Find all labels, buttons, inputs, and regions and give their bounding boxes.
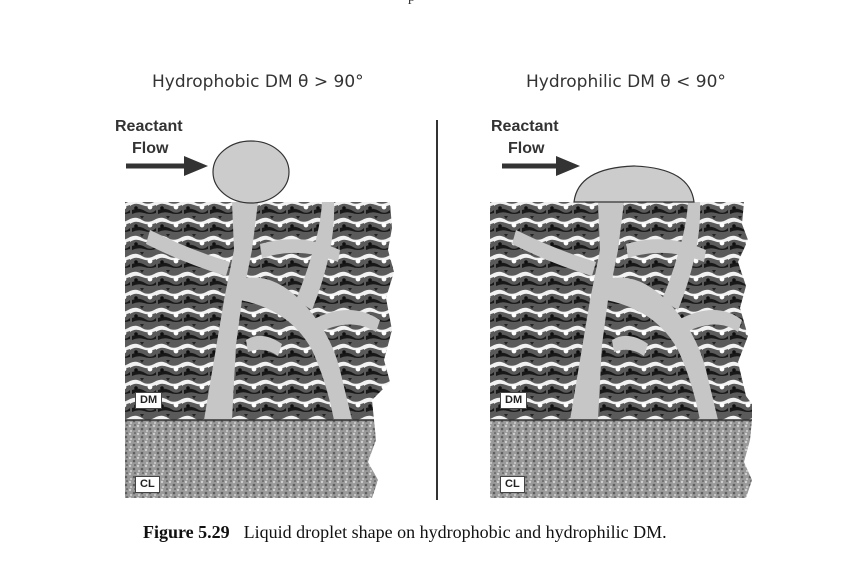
figure-caption-text: Liquid droplet shape on hydrophobic and … xyxy=(243,522,667,542)
figure-caption: Figure 5.29 Liquid droplet shape on hydro… xyxy=(143,522,667,543)
right-flow-line2: Flow xyxy=(508,140,545,157)
left-panel xyxy=(125,140,394,498)
left-reactant-flow-label: Reactant Flow xyxy=(115,116,183,160)
left-flow-arrow-head xyxy=(184,156,208,176)
left-flow-line1: Reactant xyxy=(115,118,183,135)
left-panel-title: Hydrophobic DM θ > 90° xyxy=(152,72,364,92)
right-dm-label: DM xyxy=(500,392,528,409)
left-water-channels xyxy=(146,202,380,420)
right-cl-layer xyxy=(490,420,752,498)
right-panel xyxy=(490,156,752,498)
right-cl-label: CL xyxy=(500,476,525,493)
right-water-channels xyxy=(512,202,742,420)
left-cl-label: CL xyxy=(135,476,160,493)
right-reactant-flow-label: Reactant Flow xyxy=(491,116,559,160)
figure-number: Figure 5.29 xyxy=(143,522,230,542)
right-flow-line1: Reactant xyxy=(491,118,559,135)
right-panel-title: Hydrophilic DM θ < 90° xyxy=(526,72,726,92)
right-spread-droplet xyxy=(573,165,695,203)
left-flow-line2: Flow xyxy=(132,140,169,157)
left-spherical-droplet xyxy=(212,140,290,204)
left-cl-layer xyxy=(125,420,378,498)
page-header-fragment: p xyxy=(408,0,415,6)
right-flow-arrow-head xyxy=(556,156,580,176)
left-dm-label: DM xyxy=(135,392,163,409)
